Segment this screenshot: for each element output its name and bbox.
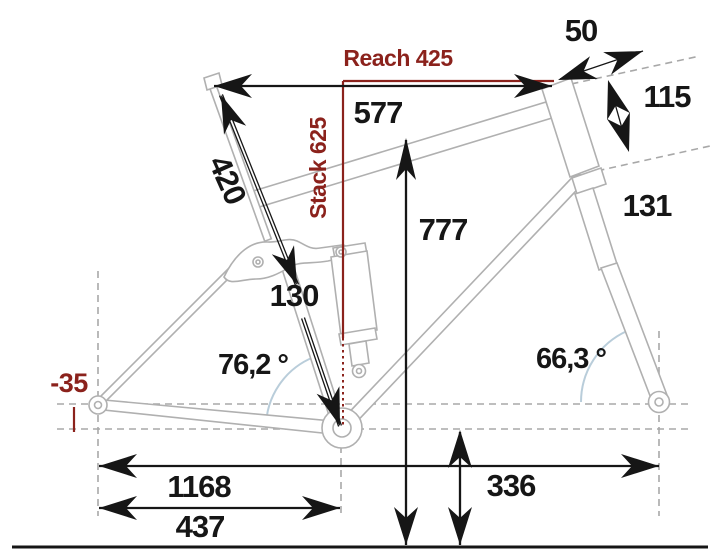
arrowhead <box>271 245 297 285</box>
bb-drop-label: -35 <box>50 368 88 398</box>
arrowhead <box>621 454 659 478</box>
fork-stanchion <box>574 186 618 272</box>
rear-axle-hole <box>93 400 103 410</box>
arrowhead <box>302 496 340 520</box>
bottom-bracket-hole <box>332 418 352 438</box>
wheelbase-label: 1168 <box>167 469 231 504</box>
spacer-dim-label: 50 <box>565 13 597 48</box>
shock-eyelet-hole <box>355 367 363 375</box>
shock-body <box>330 250 378 337</box>
fork-lowers <box>599 262 669 403</box>
arrowhead <box>221 95 247 135</box>
shock-shaft <box>348 340 370 367</box>
rocker-pivot-left <box>252 256 264 268</box>
rear-dropout <box>88 395 108 415</box>
arrowhead <box>514 74 552 98</box>
arrowhead <box>394 507 418 545</box>
head-tube-angle-arc <box>580 330 628 403</box>
arrowhead <box>603 51 643 75</box>
standover-label: 777 <box>419 212 468 247</box>
fork-crown <box>571 166 607 196</box>
seat-tube-dim-line <box>218 95 297 286</box>
arrowhead <box>607 80 631 120</box>
head-tube-label: 115 <box>643 79 691 114</box>
shock-eyelet <box>351 363 367 379</box>
arrowhead <box>448 507 472 545</box>
arrowhead <box>99 454 137 478</box>
chainstay-label: 437 <box>176 509 225 544</box>
head-tube-angle-label: 66,3 ° <box>536 343 606 375</box>
measurement-labels: Reach 425 Stack 625 577 777 420 130 76,2… <box>50 13 692 544</box>
front-axle-hole <box>654 397 664 407</box>
arrowhead <box>448 430 472 468</box>
arrowhead <box>214 74 252 98</box>
arrowhead <box>558 56 598 80</box>
arrowhead <box>606 112 630 152</box>
seatpost-dim-label: 130 <box>270 278 319 313</box>
rocker-pivot-right <box>335 246 347 258</box>
seat-tube-dim-line <box>221 94 300 285</box>
arrowhead <box>99 496 137 520</box>
top-tube-label: 577 <box>354 95 403 130</box>
reach-label: Reach 425 <box>343 45 453 71</box>
rocker-pivot-left-hole <box>255 259 261 265</box>
stack-label: Stack 625 <box>305 116 331 218</box>
arrowhead <box>316 386 340 426</box>
seat-tube-angle-label: 76,2 ° <box>218 349 288 381</box>
fork-dim-label: 131 <box>623 188 672 223</box>
head-tube <box>541 76 600 179</box>
bb-height-label: 336 <box>487 468 536 503</box>
shock-bottom-plate <box>338 327 378 346</box>
reach-stack-lines <box>72 79 554 432</box>
dimension-lines <box>12 50 708 549</box>
front-dropout <box>647 390 671 414</box>
arrowhead <box>396 138 416 180</box>
seatstay-tube <box>97 266 236 405</box>
